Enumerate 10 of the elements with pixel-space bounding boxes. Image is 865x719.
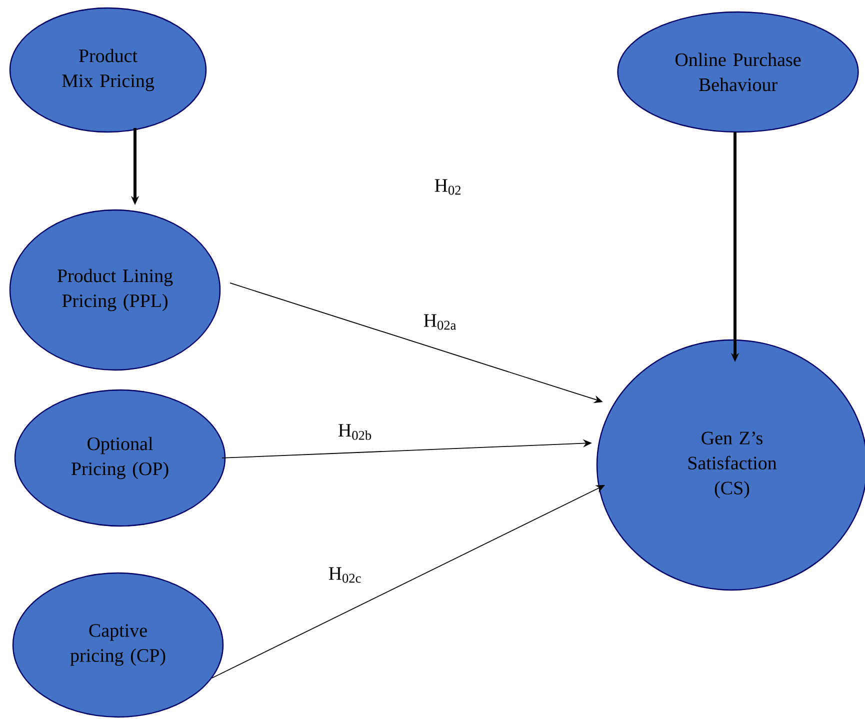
edge-label: H$_{02c}$ xyxy=(328,567,361,583)
ellipse-node: Product Mix Pricing xyxy=(9,7,207,133)
edge-label: H$_{02b}$ xyxy=(338,424,372,440)
ellipse-node: Online Purchase Behaviour xyxy=(617,11,859,133)
edge-label: H$_{02a}$ xyxy=(424,314,456,330)
ellipse-node: Captive pricing (CP) xyxy=(12,572,224,718)
ellipse-node: Gen Z’s Satisfaction (CS) xyxy=(596,339,865,591)
ellipse-node: Optional Pricing (OP) xyxy=(14,389,226,527)
ellipse-node: Product Lining Pricing (PPL) xyxy=(9,209,221,371)
hypothesis-label: H$_{02}$ xyxy=(434,179,461,195)
